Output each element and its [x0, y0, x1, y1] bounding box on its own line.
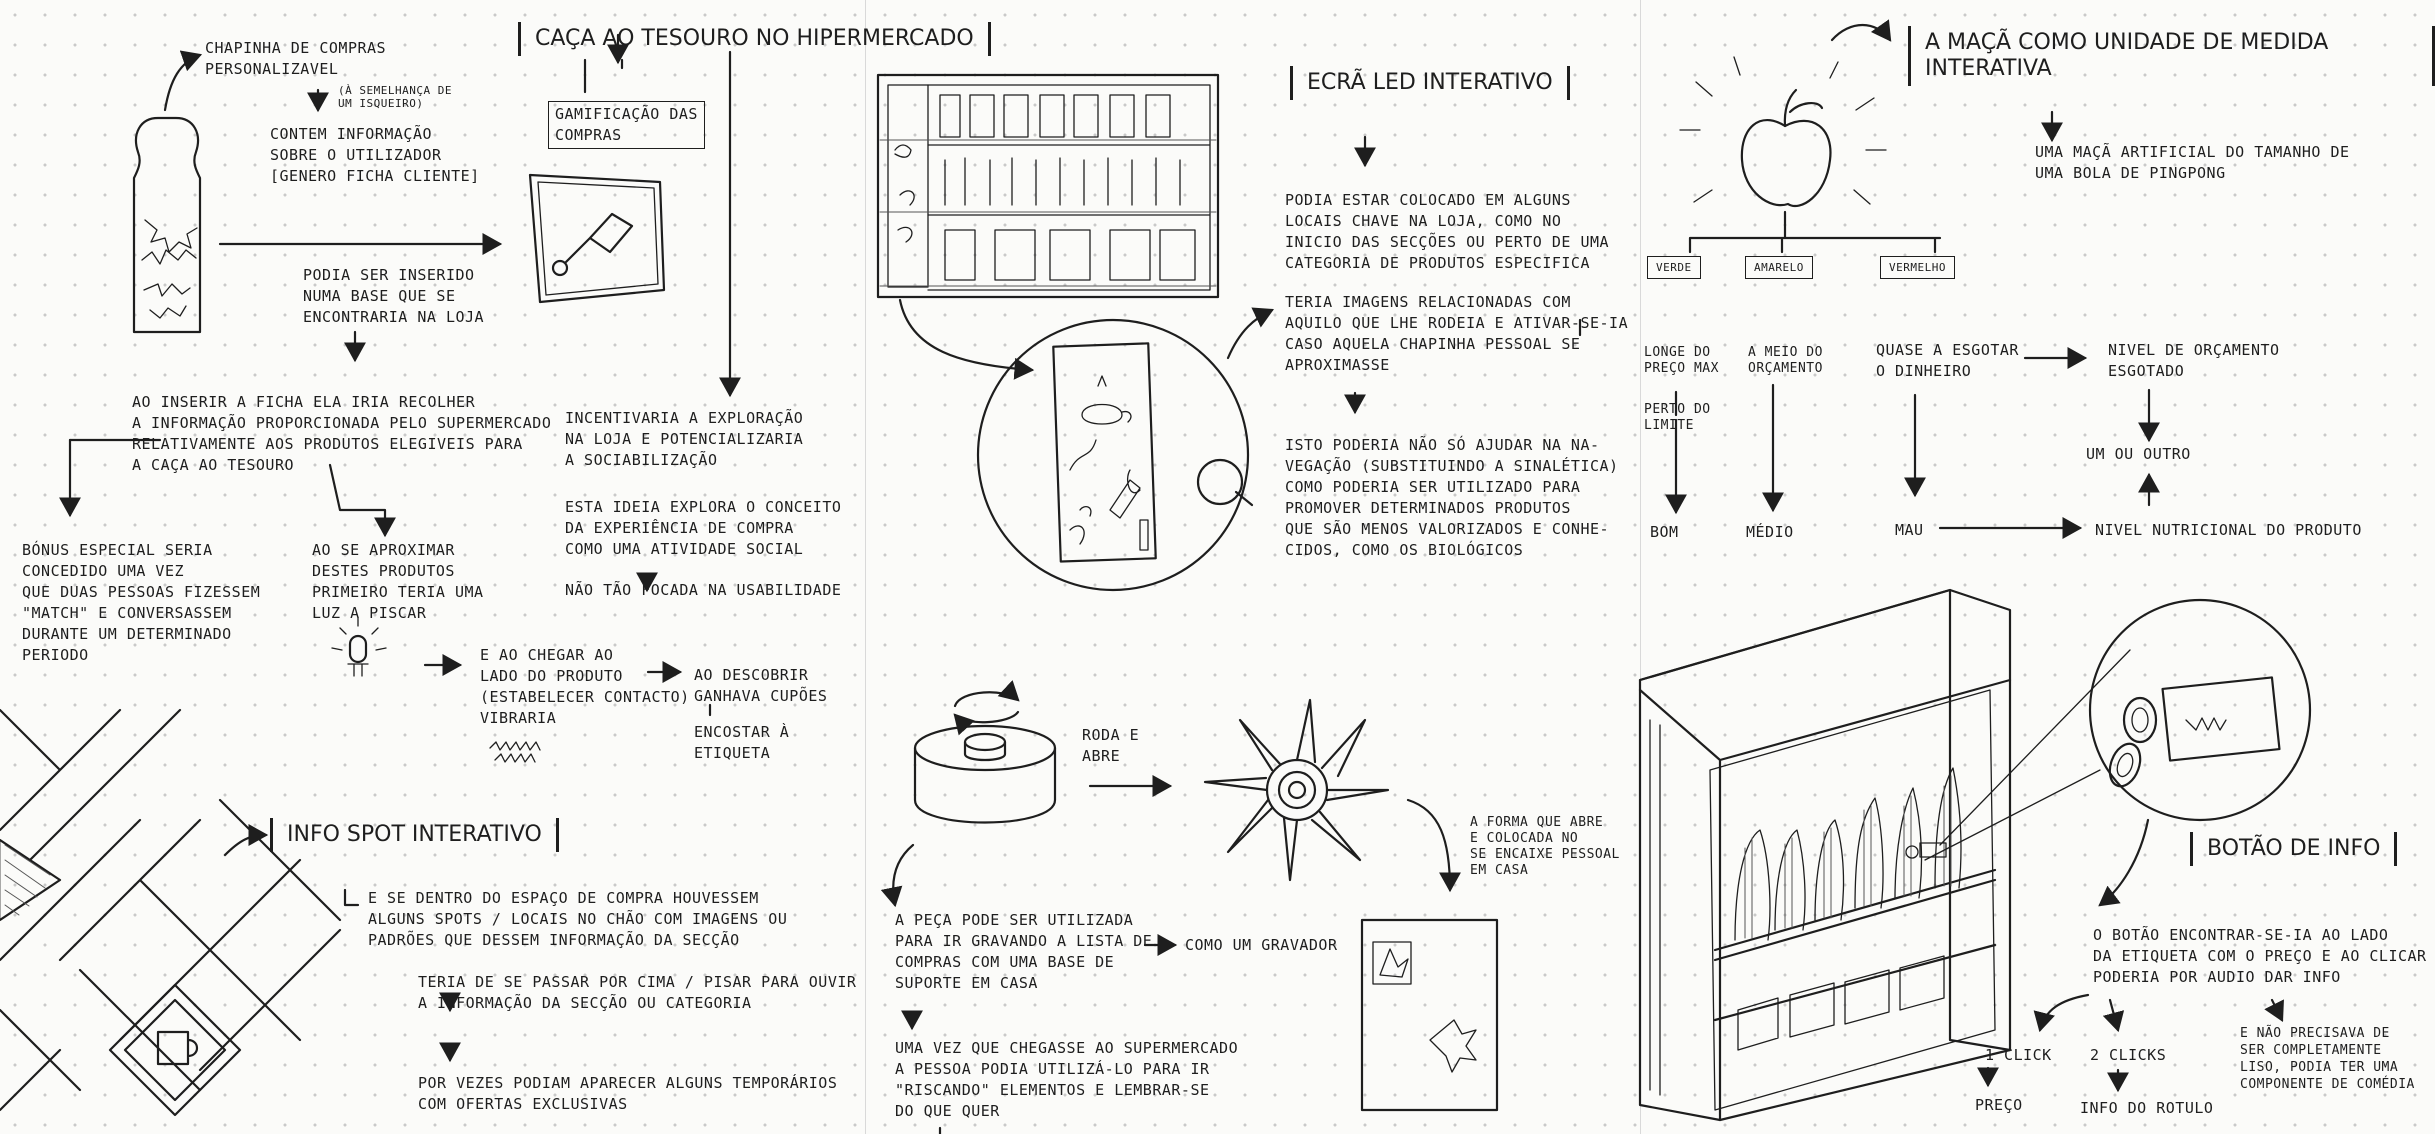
como-gravador-text: COMO UM GRAVADOR	[1185, 935, 1338, 956]
maca-desc: UMA MAÇÃ ARTIFICIAL DO TAMANHO DE UMA BO…	[2035, 142, 2350, 184]
podia-inserido-text: PODIA SER INSERIDO NUMA BASE QUE SE ENCO…	[303, 265, 484, 328]
info-spot-desc: E SE DENTRO DO ESPAÇO DE COMPRA HOUVESSE…	[368, 888, 787, 951]
blinking-light-drawing	[332, 618, 386, 676]
uma-vez-text: UMA VEZ QUE CHEGASSE AO SUPERMERCADO A P…	[895, 1038, 1238, 1122]
a-meio-text: A MEIO DO ORÇAMENTO	[1748, 345, 1823, 377]
ao-descobrir-text: AO DESCOBRIR GANHAVA CUPÕES	[694, 665, 827, 707]
rotating-device-drawing	[915, 692, 1055, 822]
esta-ideia-text: ESTA IDEIA EXPLORA O CONCEITO DA EXPERIÊ…	[565, 497, 841, 560]
gamificacao-box: GAMIFICAÇÃO DAS COMPRAS	[548, 101, 705, 149]
led-screen-zoom-drawing	[1053, 343, 1155, 561]
semelhanca-note: (À SEMELHANÇA DE UM ISQUEIRO)	[338, 84, 452, 110]
teria-de-passar-text: TERIA DE SE PASSAR POR CIMA / PISAR PARA…	[418, 972, 856, 1014]
nivel-orcamento-text: NIVEL DE ORÇAMENTO ESGOTADO	[2108, 340, 2280, 382]
chapinha-token-drawing	[134, 118, 200, 332]
dois-clicks-text: 2 CLICKS	[2090, 1045, 2166, 1066]
ao-se-aproximar-text: AO SE APROXIMAR DESTES PRODUTOS PRIMEIRO…	[312, 540, 484, 624]
medio-text: MÉDIO	[1746, 522, 1794, 543]
zoom-circle	[978, 320, 1248, 590]
botao-desc: O BOTÃO ENCONTRAR-SE-IA AO LADO DA ETIQU…	[2093, 925, 2427, 988]
maca-heading: A MAÇÃ COMO UNIDADE DE MEDIDA INTERATIVA	[1908, 26, 2435, 86]
info-button-zoom-drawing	[2104, 677, 2279, 790]
podia-estar-text: PODIA ESTAR COLOCADO EM ALGUNS LOCAIS CH…	[1285, 190, 1609, 274]
trading-card-drawing	[530, 175, 664, 302]
verde-box: VERDE	[1647, 256, 1701, 279]
isto-poderia-text: ISTO PODERIA NÃO SÓ AJUDAR NA NA- VEGAÇÃ…	[1285, 435, 1619, 561]
amarelo-box: AMARELO	[1745, 256, 1813, 279]
incentivaria-text: INCENTIVARIA A EXPLORAÇÃO NA LOJA E POTE…	[565, 408, 803, 471]
longe-text: LONGE DO PREÇO MAX	[1644, 345, 1719, 377]
mau-text: MAU	[1895, 520, 1924, 541]
perto-text: PERTO DO LIMITE	[1644, 402, 1711, 434]
por-vezes-text: POR VEZES PODIAM APARECER ALGUNS TEMPORÁ…	[418, 1073, 837, 1115]
bonus-text: BÓNUS ESPECIAL SERIA CONCEDIDO UMA VEZ Q…	[22, 540, 260, 666]
chapinha-title: CHAPINHA DE COMPRAS PERSONALIZAVEL	[205, 38, 386, 80]
info-spot-heading: INFO SPOT INTERATIVO	[270, 818, 559, 852]
shelf-unit-drawing	[1640, 590, 2010, 1120]
botao-info-heading: BOTÃO DE INFO	[2190, 832, 2397, 866]
ao-inserir-text: AO INSERIR A FICHA ELA IRIA RECOLHER A I…	[132, 392, 551, 476]
floor-tiles-drawing	[0, 710, 340, 1110]
nivel-nutricional-text: NIVEL NUTRICIONAL DO PRODUTO	[2095, 520, 2362, 541]
chapinha-zoom-drawing	[1198, 460, 1242, 504]
shelf-led-drawing	[878, 75, 1218, 297]
flower-device-drawing	[1205, 700, 1388, 880]
a-forma-text: A FORMA QUE ABRE E COLOCADA NO SE ENCAIX…	[1470, 815, 1620, 879]
e-nao-text: E NÃO PRECISAVA DE SER COMPLETAMENTE LIS…	[2240, 1025, 2415, 1093]
contem-info-text: CONTEM INFORMAÇÃO SOBRE O UTILIZADOR [GE…	[270, 124, 480, 187]
card-frame-drawing	[1362, 920, 1497, 1110]
a-peca-text: A PEÇA PODE SER UTILIZADA PARA IR GRAVAN…	[895, 910, 1152, 994]
bom-text: BOM	[1650, 522, 1679, 543]
e-ao-chegar-text: E AO CHEGAR AO LADO DO PRODUTO (ESTABELE…	[480, 645, 690, 729]
encostar-text: ENCOSTAR À ETIQUETA	[694, 722, 789, 764]
preco-text: PREÇO	[1975, 1095, 2023, 1116]
caca-tesouro-heading: CAÇA AO TESOURO NO HIPERMERCADO	[518, 22, 991, 56]
nao-focada-text: NÃO TÃO FOCADA NA USABILIDADE	[565, 580, 841, 601]
vermelho-box: VERMELHO	[1880, 256, 1955, 279]
um-ou-outro-text: UM OU OUTRO	[2086, 444, 2191, 465]
teria-imagens-text: TERIA IMAGENS RELACIONADAS COM AQUILO QU…	[1285, 292, 1628, 376]
apple-drawing	[1680, 57, 1886, 206]
ecra-led-heading: ECRÃ LED INTERATIVO	[1290, 66, 1570, 100]
um-click-text: 1 CLICK	[1985, 1045, 2052, 1066]
roda-e-abre-text: RODA E ABRE	[1082, 725, 1139, 767]
quase-text: QUASE A ESGOTAR O DINHEIRO	[1876, 340, 2019, 382]
info-rotulo-text: INFO DO ROTULO	[2080, 1098, 2213, 1119]
